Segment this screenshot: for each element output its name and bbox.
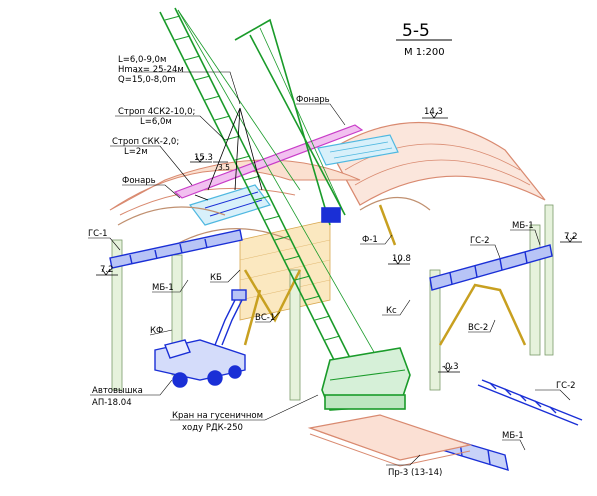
section-scale: М 1:200 bbox=[404, 47, 445, 58]
label-crane-name: Кран на гусеничном bbox=[172, 411, 263, 421]
label-mb1-right: МБ-1 bbox=[512, 221, 534, 231]
label-vs2: ВС-2 bbox=[468, 323, 488, 333]
elev-3-5: 3.5 bbox=[218, 163, 230, 172]
roof-right bbox=[329, 122, 546, 206]
elev-7-2-right: 7.2 bbox=[564, 232, 578, 242]
label-gs2-bottom: ГС-2 bbox=[556, 381, 576, 391]
label-kf: КФ bbox=[150, 326, 163, 336]
crane-param-reach: L=6,0-9,0м bbox=[118, 55, 166, 65]
columns bbox=[111, 204, 554, 401]
slings bbox=[194, 107, 263, 201]
crane-param-load: Q=15,0-8,0m bbox=[118, 75, 176, 85]
elev-minus-0-3: -0.3 bbox=[442, 362, 459, 372]
lantern-beam bbox=[173, 124, 364, 199]
beam-gs2 bbox=[429, 244, 553, 291]
crane-param-height: Hmax= 25-24м bbox=[118, 65, 184, 75]
label-pr3: Пр-3 (13-14) bbox=[388, 468, 442, 478]
crane-params: L=6,0-9,0м Hmax= 25-24м Q=15,0-8,0m bbox=[118, 55, 184, 85]
truss-arches bbox=[117, 197, 431, 246]
aerial-lift-truck bbox=[154, 289, 247, 388]
section-title: 5-5 bbox=[402, 21, 430, 41]
elevation-marks bbox=[96, 111, 582, 373]
brick-wall bbox=[239, 219, 331, 321]
title-block: 5-5 М 1:200 bbox=[396, 21, 452, 58]
label-ks: Кс bbox=[386, 306, 397, 316]
label-crane-model: ходу РДК-250 bbox=[182, 423, 243, 433]
label-kb: КБ bbox=[210, 273, 222, 283]
label-strop-sk: Строп СКК-2,0; bbox=[112, 137, 179, 147]
elev-15-3: 15.3 bbox=[194, 153, 213, 163]
label-fonar-top: Фонарь bbox=[296, 95, 330, 105]
label-fonar-left: Фонарь bbox=[122, 176, 156, 186]
label-vs1: ВС-1 bbox=[255, 313, 275, 323]
beam-gs1 bbox=[109, 229, 243, 269]
braces-vs bbox=[243, 204, 527, 346]
label-gs1: ГС-1 bbox=[88, 229, 108, 239]
label-avtovyshka-model: АП-18.04 bbox=[92, 398, 132, 408]
label-mb1-left: МБ-1 bbox=[152, 283, 174, 293]
leaders bbox=[88, 71, 571, 466]
elev-14-3: 14.3 bbox=[424, 107, 443, 117]
elev-10-8: 10.8 bbox=[392, 254, 411, 264]
lantern-top bbox=[317, 134, 399, 166]
crawler-crane bbox=[159, 7, 411, 411]
beam-gs2-ground bbox=[477, 379, 583, 426]
label-strop-4sk: Строп 4СК2-10,0; bbox=[118, 107, 195, 117]
label-gs2-right: ГС-2 bbox=[470, 236, 490, 246]
label-f1: Ф-1 bbox=[362, 235, 378, 245]
elev-7-2-left: 7.2 bbox=[100, 265, 114, 275]
label-avtovyshka: Автовышка bbox=[92, 386, 143, 396]
label-strop-sk-len: L=2м bbox=[124, 147, 148, 157]
label-mb1-bottom: МБ-1 bbox=[502, 431, 524, 441]
label-strop-4sk-len: L=6,0м bbox=[140, 117, 172, 127]
slab-pr3 bbox=[307, 414, 473, 467]
